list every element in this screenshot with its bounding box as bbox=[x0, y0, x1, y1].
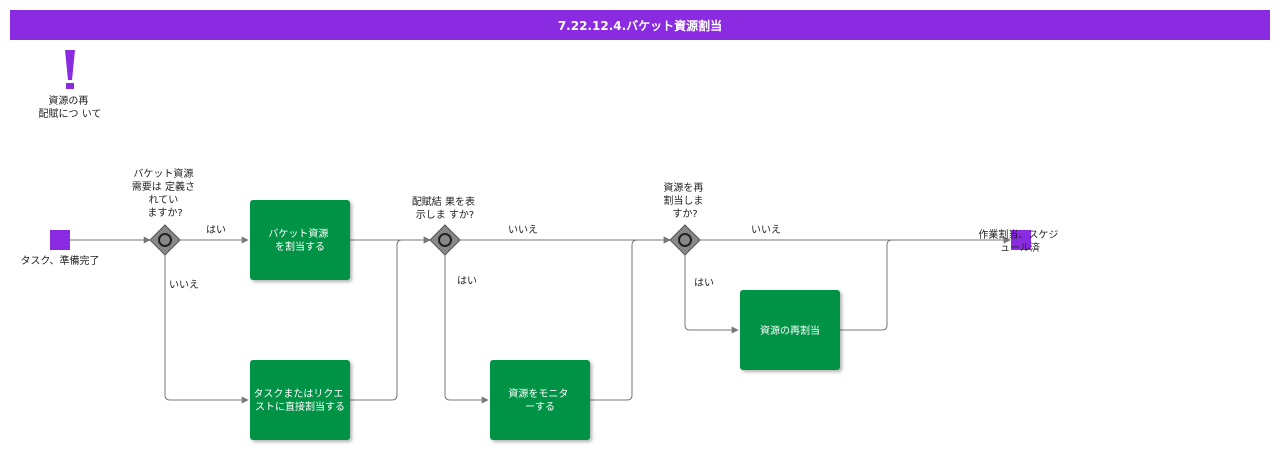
task-label-line: タスクまたはリクエ bbox=[253, 388, 343, 400]
diagram-title: 7.22.12.4.バケット資源割当 bbox=[557, 18, 723, 33]
flow-gateway1-no bbox=[164, 255, 249, 404]
start-event-marker[interactable] bbox=[50, 230, 70, 250]
flow-gateway3-yes bbox=[684, 255, 739, 334]
gateway-marker bbox=[678, 233, 692, 247]
task-box[interactable] bbox=[250, 200, 350, 280]
flow-label-gateway3-no: いいえ bbox=[751, 224, 781, 236]
flow-label-gateway3-yes: はい bbox=[694, 277, 714, 289]
exclamation-icon bbox=[65, 50, 75, 89]
task-assign-bucket-resource[interactable]: バケット資源 を割当する bbox=[250, 200, 350, 280]
task-assign-directly[interactable]: タスクまたはリクエ ストに直接割当する bbox=[250, 360, 350, 440]
gateway-diamond[interactable] bbox=[669, 224, 701, 256]
flow-label-gateway2-no: いいえ bbox=[508, 224, 538, 236]
gateway-label-line: 割当しま bbox=[663, 194, 703, 207]
flow-label-gateway1-yes: はい bbox=[206, 224, 226, 236]
end-event-label-line: ュール済 bbox=[1000, 241, 1040, 254]
flow-labels: はい いいえ いいえ はい いいえ はい bbox=[169, 224, 781, 291]
gateway-label-line: 資源を再 bbox=[663, 181, 703, 194]
task-box[interactable] bbox=[250, 360, 350, 440]
gateway-label: 配賦結 果を表 示しま すか? bbox=[412, 195, 478, 221]
task-label-line: ーする bbox=[525, 401, 555, 413]
gateway-label: 資源を再 割当しま すか? bbox=[663, 181, 706, 220]
task-label-line: ストに直接割当する bbox=[255, 400, 345, 413]
gateway-diamond[interactable] bbox=[429, 224, 461, 256]
task-box[interactable] bbox=[490, 360, 590, 440]
annotation-line: 配賦につ いて bbox=[39, 108, 102, 120]
task-label: 資源をモニタ ーする bbox=[508, 387, 571, 413]
end-event[interactable]: 作業割当、スケジ ュール済 bbox=[978, 228, 1061, 254]
start-event-label: タスク、準備完了 bbox=[20, 254, 99, 267]
task-reassign-resource[interactable]: 資源の再割当 bbox=[740, 290, 840, 370]
gateway-label-line: 示しま すか? bbox=[416, 209, 475, 221]
gateway-resource-demand[interactable]: バケット資源 需要は 定義さ れてい ますか? bbox=[132, 167, 198, 256]
gateway-label-line: 需要は 定義さ bbox=[132, 180, 195, 193]
flow-task4-to-end bbox=[840, 236, 1011, 331]
gateway-label-line: ますか? bbox=[147, 207, 182, 219]
task-label-line: 資源をモニタ bbox=[508, 387, 568, 400]
task-label-line: 資源の再割当 bbox=[760, 324, 820, 337]
gateway-diamond[interactable] bbox=[149, 224, 181, 256]
task-box[interactable] bbox=[740, 290, 840, 370]
gateway-marker bbox=[438, 233, 452, 247]
flow-label-gateway1-no: いいえ bbox=[169, 279, 199, 291]
task-label: タスクまたはリクエ ストに直接割当する bbox=[253, 388, 346, 413]
task-monitor-resource[interactable]: 資源をモニタ ーする bbox=[490, 360, 590, 440]
flow-gateway2-yes bbox=[444, 255, 489, 404]
gateway-reassign[interactable]: 資源を再 割当しま すか? bbox=[663, 181, 706, 256]
flow-label-gateway2-yes: はい bbox=[457, 275, 477, 287]
gateway-label-line: バケット資源 bbox=[133, 167, 193, 180]
annotation-text: 資源の再 配賦につ いて bbox=[39, 94, 102, 120]
flow-task3-to-gateway3 bbox=[590, 236, 671, 401]
task-label: バケット資源 を割当する bbox=[268, 227, 331, 253]
sequence-flows bbox=[70, 236, 1011, 404]
flow-task2-to-gateway2 bbox=[350, 236, 431, 401]
gateway-label-line: すか? bbox=[672, 208, 697, 220]
end-event-label-line: 作業割当、スケジ bbox=[978, 228, 1058, 241]
start-event[interactable]: タスク、準備完了 bbox=[20, 230, 100, 267]
gateway-label-line: れてい bbox=[149, 194, 179, 206]
annotation-line: 資源の再 bbox=[48, 94, 88, 107]
task-label-line: バケット資源 bbox=[268, 227, 328, 240]
gateway-label: バケット資源 需要は 定義さ れてい ますか? bbox=[132, 167, 198, 219]
task-label: 資源の再割当 bbox=[760, 324, 820, 337]
annotation: 資源の再 配賦につ いて bbox=[39, 50, 102, 120]
task-label-line: を割当する bbox=[275, 240, 325, 253]
end-event-marker[interactable] bbox=[1011, 230, 1031, 250]
end-event-label: 作業割当、スケジ ュール済 bbox=[978, 228, 1061, 254]
gateway-label-line: 配賦結 果を表 bbox=[412, 195, 475, 208]
gateway-marker bbox=[158, 233, 172, 247]
gateway-show-result[interactable]: 配賦結 果を表 示しま すか? bbox=[412, 195, 478, 256]
diagram-title-bar: 7.22.12.4.バケット資源割当 bbox=[10, 10, 1270, 40]
